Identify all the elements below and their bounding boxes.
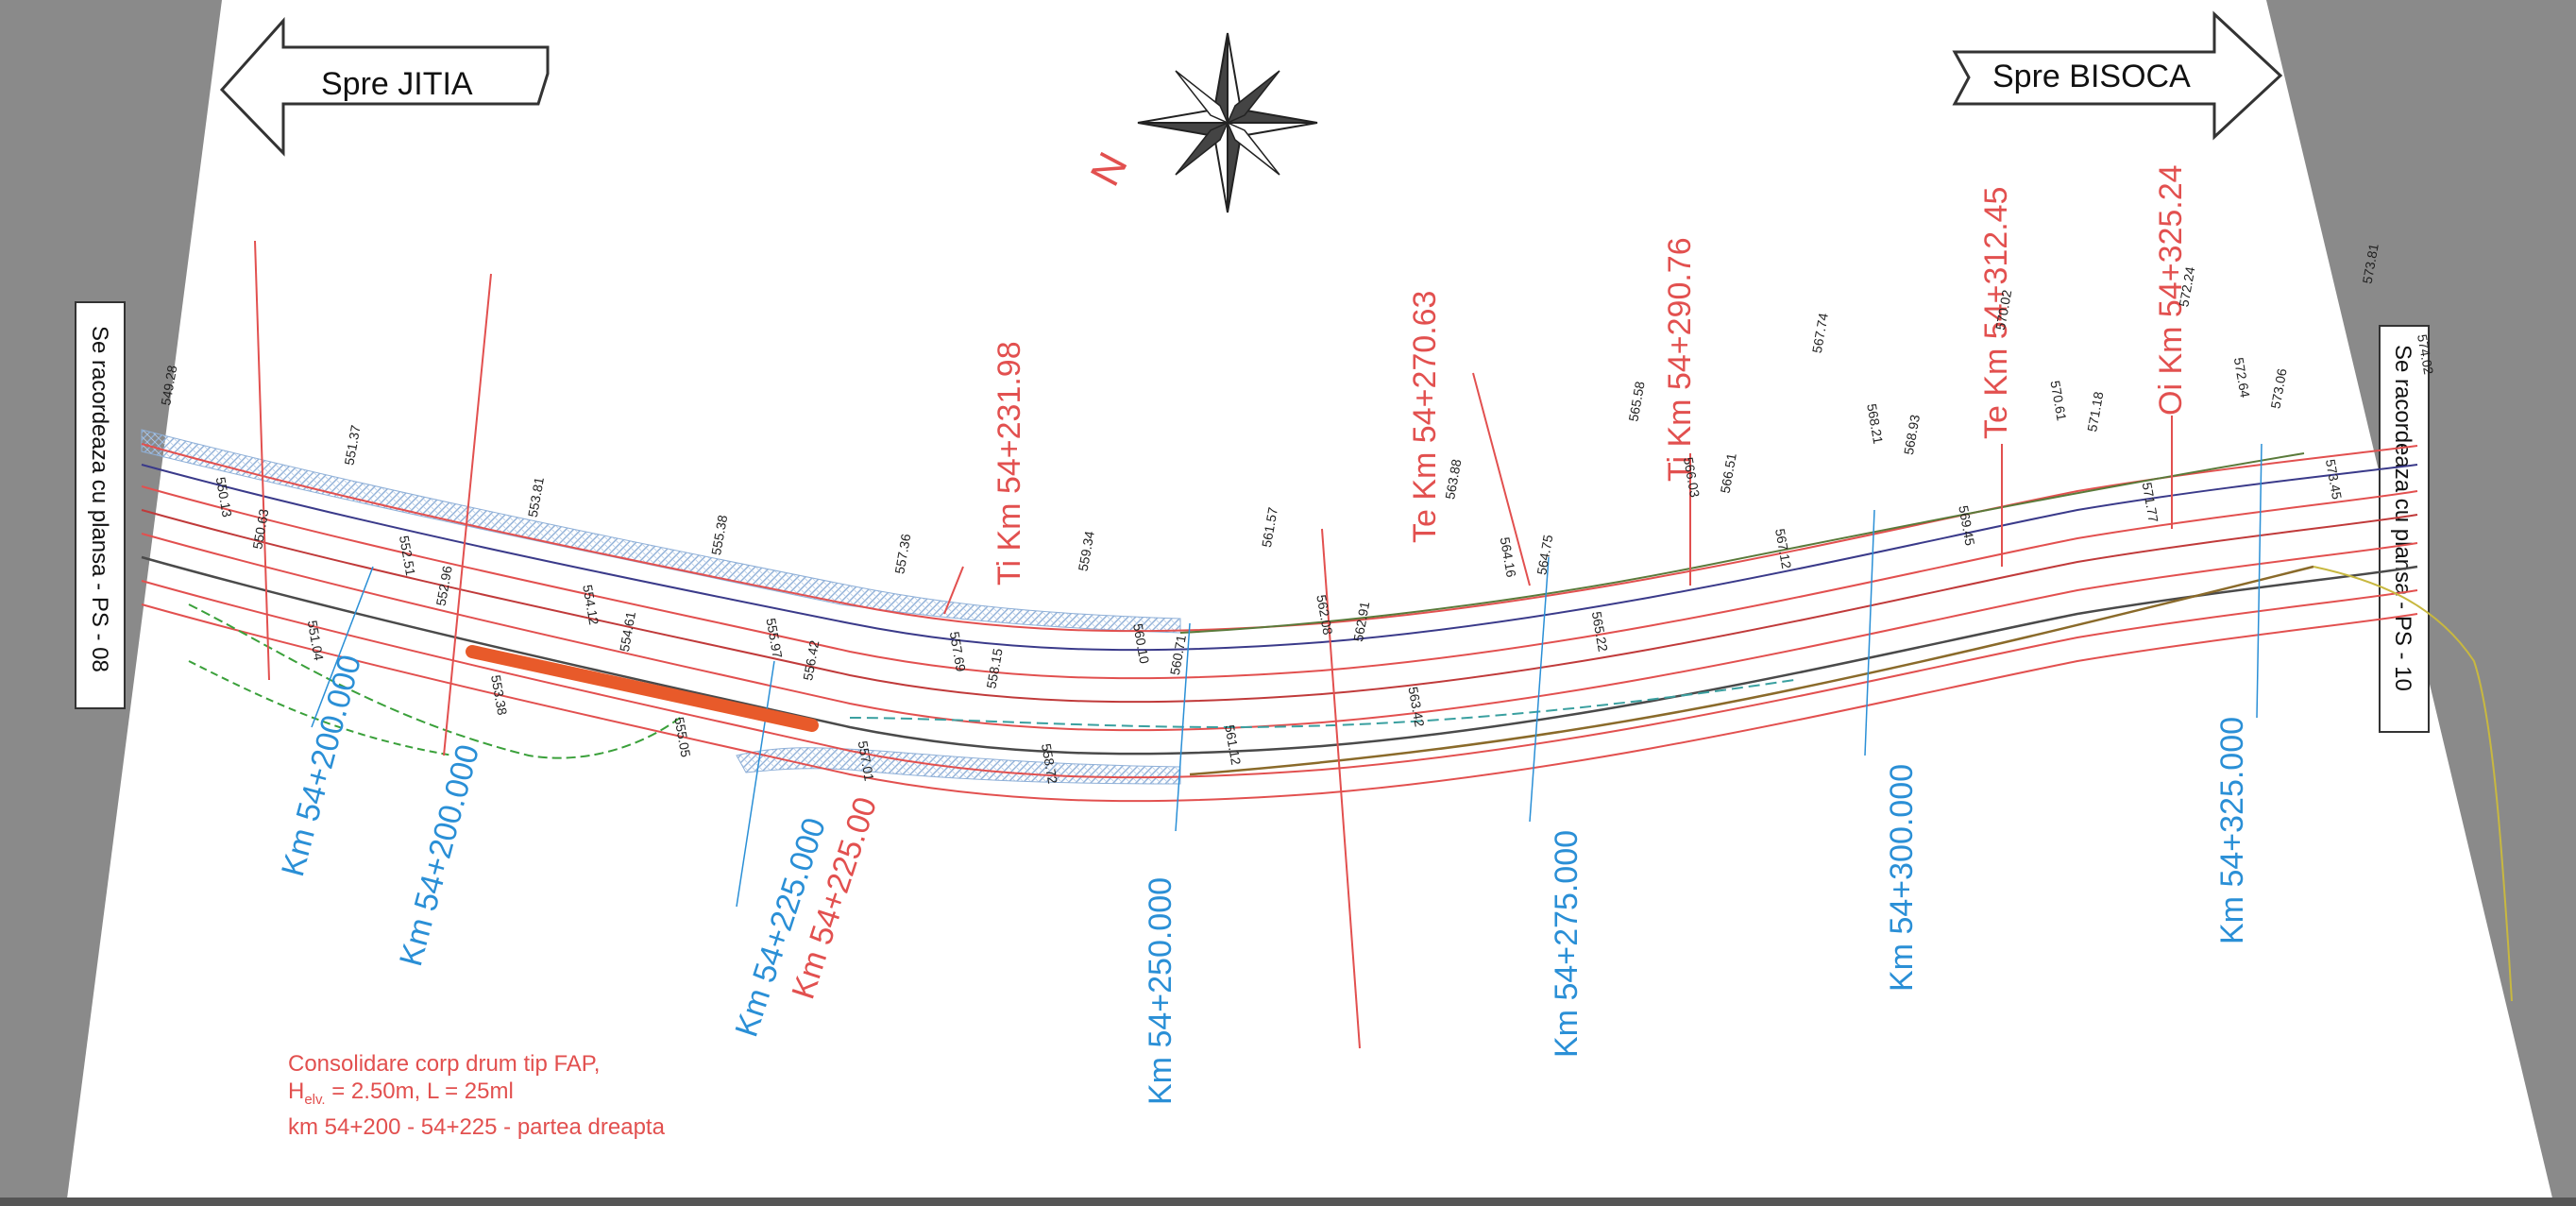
spot-elevation: 571.77 — [2140, 481, 2161, 523]
spot-elevation: 560.10 — [1130, 622, 1152, 665]
hatched-band-upper — [141, 429, 1181, 634]
spot-elevation: 565.58 — [1625, 380, 1647, 422]
consolidation-note: Consolidare corp drum tip FAP, Helv. = 2… — [288, 1050, 665, 1141]
spot-elevation: 551.37 — [341, 424, 363, 467]
curve-point-label: Ti Km 54+231.98 — [991, 341, 1027, 586]
spot-elevation: 554.61 — [617, 610, 638, 653]
spot-elevation: 567.74 — [1809, 312, 1831, 354]
spot-elevation: 554.12 — [580, 584, 602, 626]
chainage-label: Km 54+275.000 — [1549, 830, 1585, 1058]
spot-elevation: 550.63 — [249, 507, 271, 550]
spot-elevation: 566.03 — [1681, 456, 1703, 499]
spot-elevation: 552.51 — [397, 535, 418, 577]
spot-elevation: 555.97 — [763, 617, 785, 659]
compass-icon — [1137, 32, 1318, 213]
spot-elevation: 572.24 — [2176, 265, 2197, 308]
note-line-2: Helv. = 2.50m, L = 25ml — [288, 1079, 514, 1108]
spot-elevation: 562.91 — [1350, 600, 1372, 642]
spot-elevation: 557.01 — [856, 739, 877, 782]
spot-elevation: 551.04 — [305, 620, 327, 662]
consolidation-bar — [466, 645, 819, 732]
chainage-label: Km 54+300.000 — [1884, 764, 1920, 992]
spot-elevation: 557.69 — [947, 631, 969, 673]
bottom-strip — [0, 1198, 2576, 1206]
chainage-cross-lines — [311, 443, 2262, 908]
curve-cross-lines — [254, 240, 2173, 1049]
spot-elevation: 550.13 — [213, 476, 235, 518]
spot-elevation: 552.96 — [433, 565, 455, 607]
chainage-label: Km 54+250.000 — [1143, 877, 1178, 1105]
arrow-left: Spre JITIA — [219, 17, 550, 157]
spot-elevation: 558.72 — [1039, 742, 1060, 785]
spot-elevation: 563.88 — [1442, 458, 1464, 501]
arrow-right-label: Spre BISOCA — [1992, 59, 2191, 94]
curve-point-label: Te Km 54+312.45 — [1978, 187, 2014, 439]
spot-elevation: 561.12 — [1222, 723, 1244, 766]
hatched-band-lower — [736, 747, 1181, 785]
spot-elevation: 569.45 — [1956, 504, 1977, 547]
spot-elevation: 556.42 — [800, 639, 822, 682]
spot-elevation: 553.81 — [525, 476, 547, 518]
arrow-right: Spre BISOCA — [1952, 10, 2283, 141]
spot-elevation: 565.22 — [1589, 610, 1611, 653]
curve-point-label: Ti Km 54+290.76 — [1662, 237, 1698, 482]
right-side-note-box — [2379, 325, 2430, 733]
spot-elevation: 572.64 — [2231, 356, 2253, 399]
spot-elevation: 561.57 — [1259, 506, 1280, 549]
spot-elevation: 570.61 — [2047, 380, 2069, 422]
left-side-note-box — [75, 301, 126, 709]
spot-elevation: 568.21 — [1864, 402, 1886, 445]
spot-elevation: 555.38 — [708, 514, 730, 556]
spot-elevation: 559.34 — [1076, 530, 1097, 572]
spot-elevation: 558.15 — [983, 647, 1005, 689]
spot-elevation: 568.93 — [1901, 414, 1923, 456]
spot-elevation: 564.75 — [1534, 534, 1555, 576]
curve-point-label: Oi Km 54+325.24 — [2153, 164, 2189, 416]
overlay-label: Km 54+200.000 — [393, 740, 486, 970]
spot-elevation: 566.51 — [1718, 451, 1739, 494]
spot-elevation: 553.38 — [488, 674, 510, 717]
chainage-label: Km 54+325.000 — [2214, 717, 2250, 944]
road-lines — [141, 443, 2513, 1002]
spot-elevation: 571.18 — [2084, 390, 2106, 433]
north-label: N — [1082, 145, 1137, 194]
spot-elevation: 549.28 — [158, 364, 179, 406]
spot-elevation: 562.08 — [1313, 593, 1335, 636]
curve-point-label: Te Km 54+270.63 — [1407, 291, 1443, 543]
note-line-1: Consolidare corp drum tip FAP, — [288, 1051, 601, 1077]
spot-elevations: 549.28 550.13 550.63 551.04 551.37 552.51 552.… — [158, 242, 2436, 785]
spot-elevation: 560.71 — [1167, 634, 1189, 676]
spot-elevation: 563.42 — [1405, 686, 1427, 728]
arrow-left-label: Spre JITIA — [321, 66, 473, 102]
spot-elevation: 573.45 — [2323, 458, 2345, 501]
spot-elevation: 555.05 — [671, 716, 693, 758]
spot-elevation: 564.16 — [1498, 536, 1519, 579]
note-line-3: km 54+200 - 54+225 - partea dreapta — [288, 1113, 665, 1140]
spot-elevation: 557.36 — [891, 533, 913, 575]
spot-elevation: 570.02 — [1992, 288, 2014, 331]
chainage-label: Km 54+200.000 — [275, 651, 368, 880]
left-side-note: Se racordeaza cu plansa - PS - 08 — [87, 326, 112, 672]
spot-elevation: 567.12 — [1772, 527, 1794, 569]
spot-elevation: 573.81 — [2360, 242, 2381, 284]
spot-elevation: 574.02 — [2415, 333, 2436, 376]
spot-elevation: 573.06 — [2267, 367, 2289, 410]
